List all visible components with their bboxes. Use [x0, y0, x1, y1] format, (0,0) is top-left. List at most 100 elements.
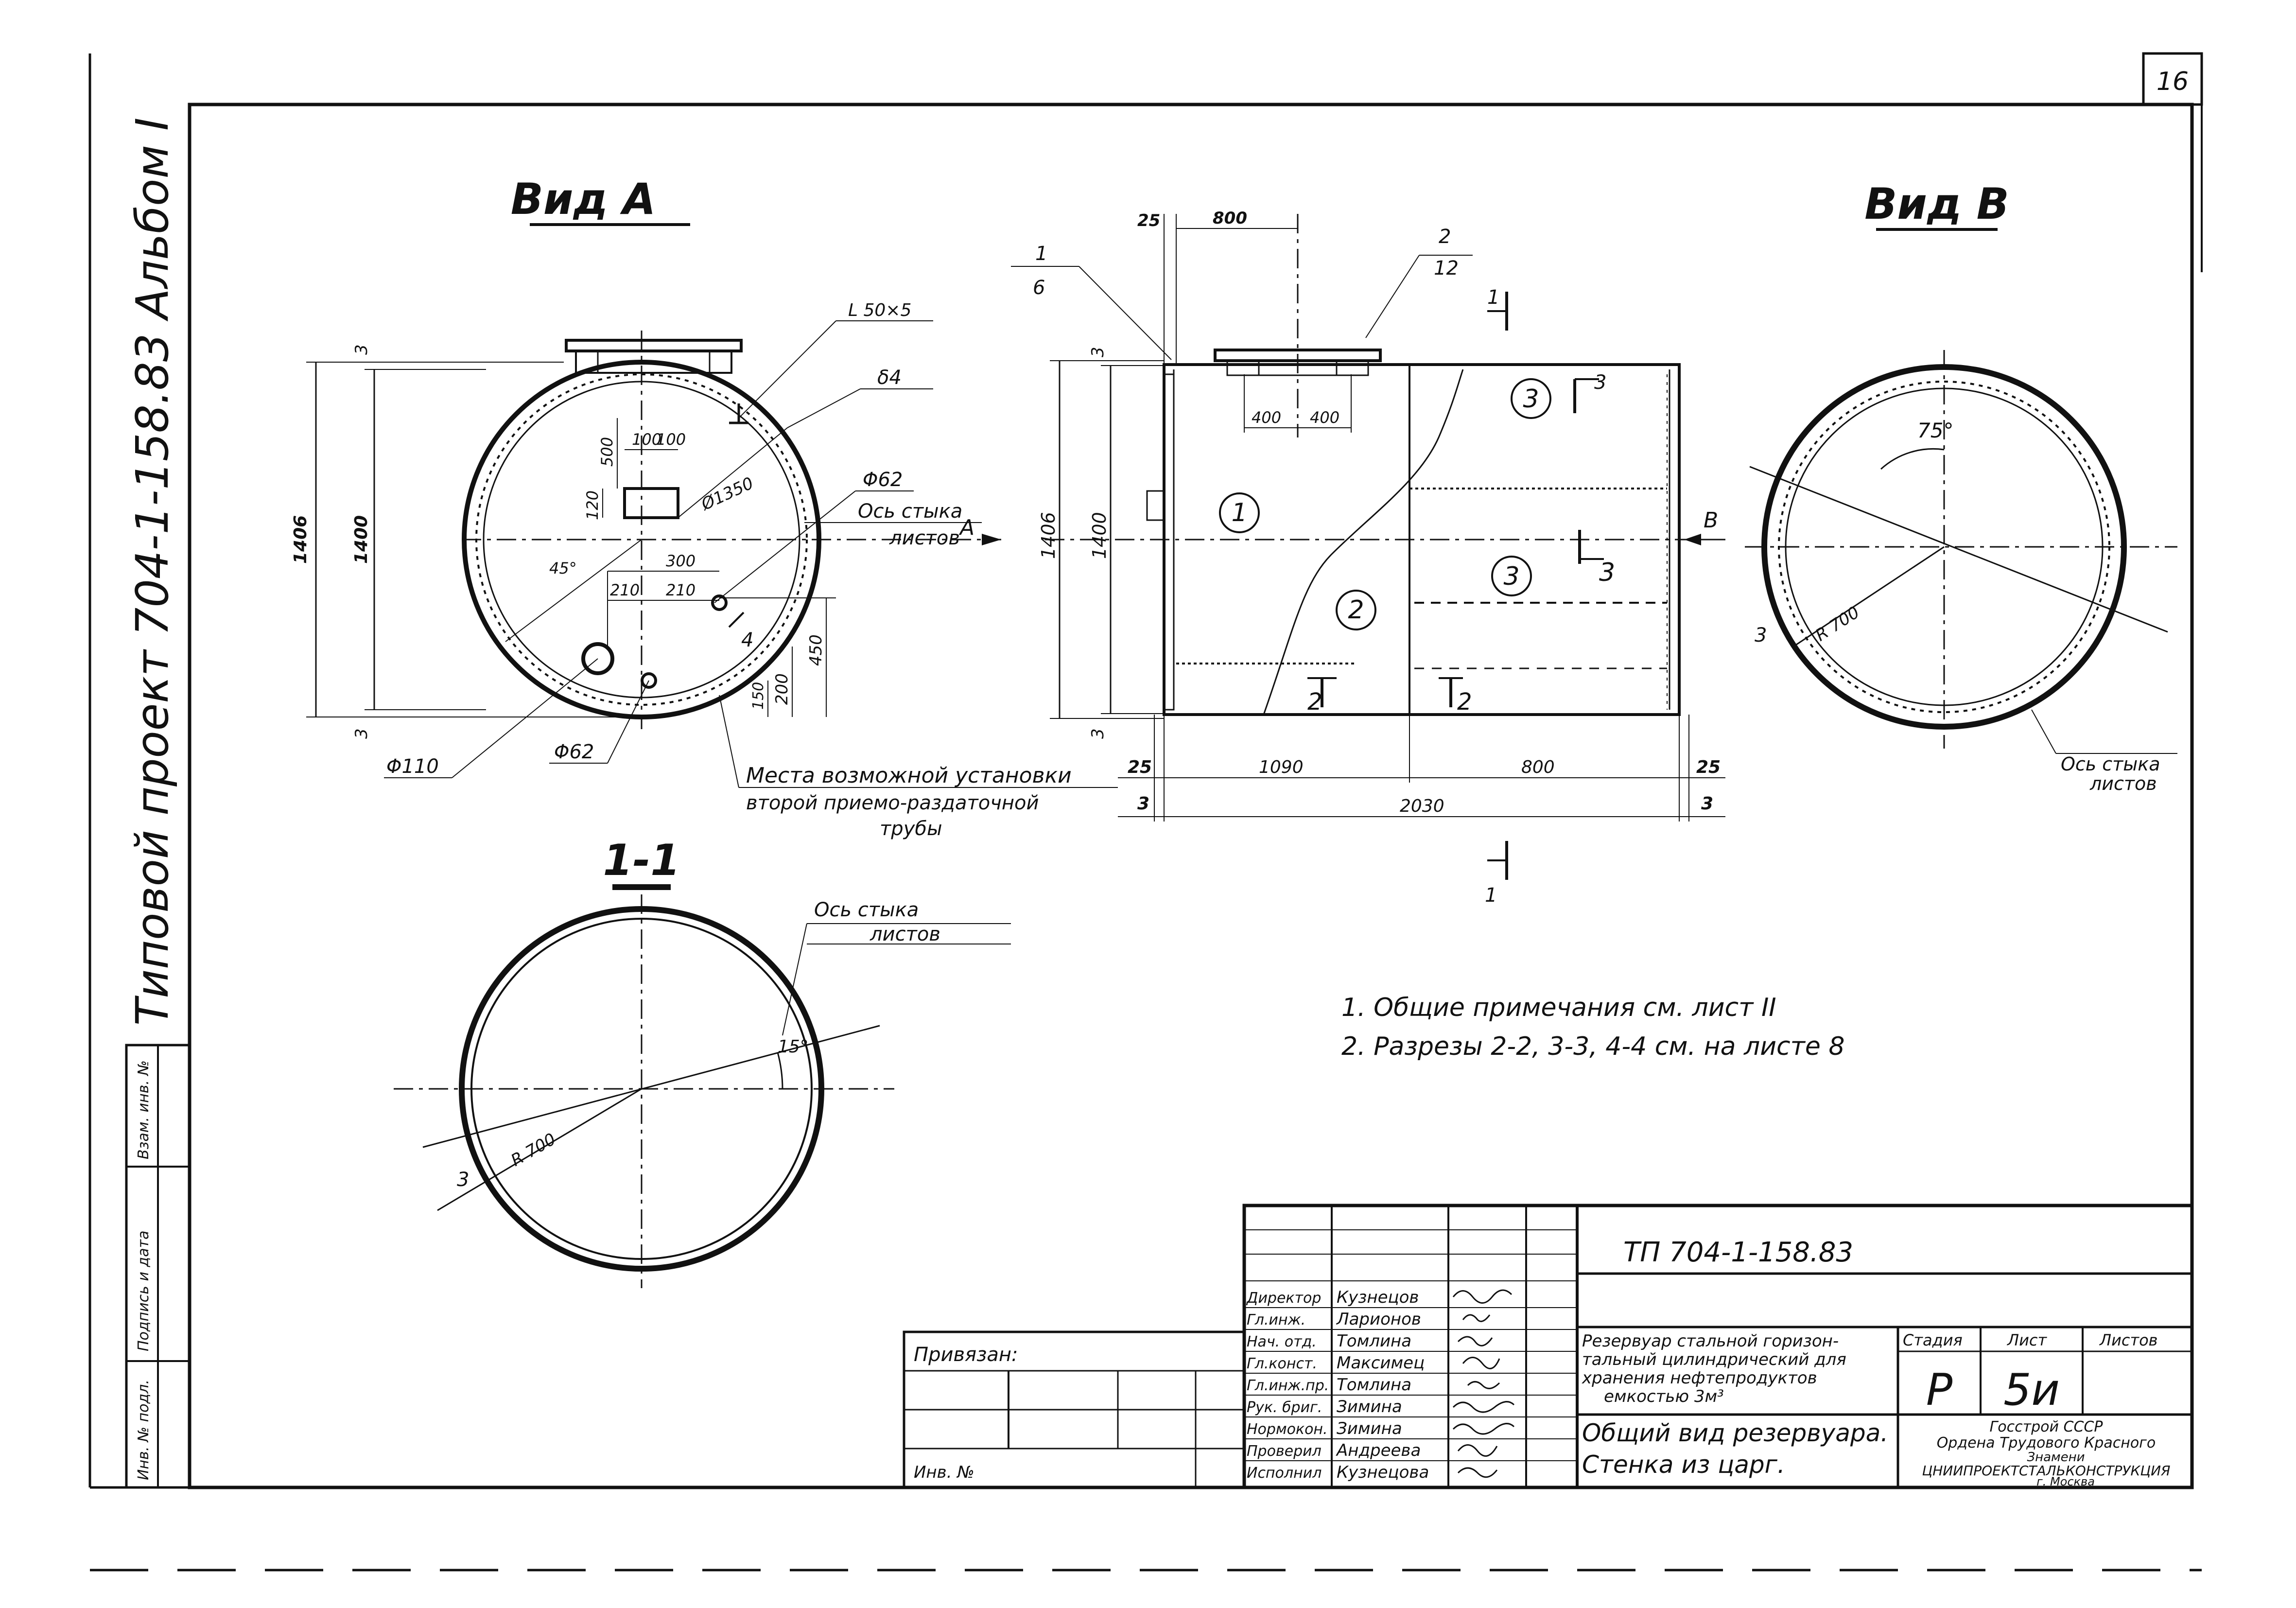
- view-a-dim-100a: 100: [632, 430, 661, 449]
- tb-role-2: Нач. отд.: [1247, 1333, 1317, 1350]
- tb-name-3: Максимец: [1337, 1353, 1425, 1373]
- tb-desc-1: Резервуар стальной горизон-: [1582, 1331, 1839, 1351]
- view-a: Вид А 1406 1400 3 3 500: [291, 174, 1118, 840]
- view-a-opening: [623, 487, 679, 519]
- tb-role-6: Нормокон.: [1247, 1421, 1328, 1438]
- view-a-dim-1350: Ø1350: [697, 473, 756, 515]
- side-leader-12: 12: [1434, 257, 1459, 280]
- side-pos-3b: 3: [1503, 562, 1519, 591]
- side-arrow-b: В: [1704, 508, 1718, 533]
- view-a-angle-l50: L 50×5: [848, 300, 911, 320]
- section-1-1: 1-1 15° R 700 3 Ось стыка листов: [394, 835, 1011, 1288]
- view-b-thick: 3: [1755, 624, 1767, 647]
- tb-role-0: Директор: [1246, 1290, 1321, 1307]
- side-dim-400b: 400: [1310, 408, 1339, 427]
- section-axis2: листов: [870, 923, 940, 945]
- view-a-dim-100b: 100: [656, 430, 686, 449]
- view-a-dim-200: 200: [772, 673, 792, 705]
- side-leader-6: 6: [1033, 277, 1045, 299]
- tb-role-7: Проверил: [1247, 1443, 1322, 1460]
- side-dim-3-right: 3: [1701, 794, 1713, 814]
- view-a-phi62-top: Φ62: [863, 469, 903, 491]
- view-a-dim-210b: 210: [666, 581, 696, 599]
- tb-org-2: Ордена Трудового Красного: [1937, 1434, 2156, 1451]
- section-radius: R 700: [508, 1129, 559, 1170]
- view-a-note-1: Места возможной установки: [746, 763, 1072, 788]
- view-b-title: Вид В: [1864, 179, 2009, 229]
- tb-org-1: Госстрой СССР: [1990, 1418, 2104, 1435]
- stamp-inv-podl: Инв. № подл.: [135, 1380, 152, 1480]
- tb-role-5: Рук. бриг.: [1247, 1399, 1322, 1416]
- note-2: 2. Разрезы 2-2, 3-3, 4-4 см. на листе 8: [1341, 1032, 1844, 1061]
- tb-list: 5и: [2003, 1364, 2060, 1416]
- side-dim-400a: 400: [1252, 408, 1281, 427]
- tb-desc-4: емкостью 3м³: [1604, 1387, 1724, 1406]
- view-a-axis-label2: листов: [889, 527, 960, 549]
- view-a-thickness: δ4: [877, 367, 902, 389]
- view-b-axis: Ось стыка: [2061, 753, 2160, 775]
- tb-name-1: Ларионов: [1336, 1310, 1421, 1329]
- view-a-angle-45: 45°: [549, 559, 577, 577]
- section-thick: 3: [457, 1169, 469, 1191]
- section-title: 1-1: [603, 835, 680, 885]
- tb-name-6: Зимина: [1337, 1419, 1402, 1438]
- side-stamp: Инв. № подл. Подпись и дата Взам. инв. №: [125, 1044, 191, 1489]
- tb-role-rows: [1244, 1307, 1577, 1461]
- side-dim-1090: 1090: [1259, 757, 1304, 777]
- view-a-phi110: Φ110: [386, 755, 439, 778]
- view-a-dim-1406: 1406: [291, 515, 311, 564]
- view-a-dim-500: 500: [598, 437, 616, 467]
- stamp-sign-date: Подпись и дата: [135, 1231, 152, 1352]
- stamp-vzam: Взам. инв. №: [135, 1060, 152, 1159]
- tb-desc-2: тальный цилиндрический для: [1582, 1350, 1846, 1369]
- tb-sheet-title-1: Общий вид резервуара.: [1582, 1419, 1888, 1447]
- tb-attached: Привязан:: [914, 1344, 1018, 1366]
- note-1: 1. Общие примечания см. лист II: [1341, 993, 1776, 1022]
- tb-org-5: г. Москва: [2036, 1475, 2095, 1488]
- side-pos-3a: 3: [1523, 385, 1539, 414]
- view-a-note-2: второй приемо-раздаточной: [746, 792, 1039, 814]
- side-dim-2030: 2030: [1400, 796, 1444, 816]
- tb-name-5: Зимина: [1337, 1397, 1402, 1416]
- tb-role-1: Гл.инж.: [1247, 1311, 1305, 1328]
- project-side-title: Типовой проект 704-1-158.83 Альбом I: [126, 118, 178, 1026]
- tb-role-3: Гл.конст.: [1247, 1355, 1317, 1372]
- side-cut-1-top: 1: [1487, 286, 1499, 309]
- side-dim-3: 3: [1088, 347, 1108, 357]
- tb-list-header: Лист: [2007, 1331, 2047, 1349]
- side-pos-2: 2: [1348, 595, 1364, 625]
- tb-role-8: Исполнил: [1247, 1465, 1322, 1482]
- general-notes: 1. Общие примечания см. лист II 2. Разре…: [1341, 993, 1844, 1061]
- view-a-dim-1400: 1400: [351, 515, 371, 564]
- view-b-radius: R 700: [1812, 603, 1863, 646]
- view-a-title: Вид А: [511, 174, 656, 224]
- side-dim-800-top: 800: [1213, 209, 1247, 228]
- tb-sheet-title-2: Стенка из царг.: [1582, 1451, 1785, 1479]
- side-dim-25-left: 25: [1128, 757, 1152, 777]
- side-pos-1: 1: [1231, 498, 1247, 527]
- tb-name-7: Андреева: [1336, 1441, 1421, 1460]
- section-axis: Ось стыка: [814, 899, 919, 921]
- tb-stage-header: Стадия: [1903, 1331, 1963, 1349]
- side-dim-1406: 1406: [1038, 512, 1059, 559]
- side-leader-2: 2: [1439, 226, 1451, 248]
- tb-stage: Р: [1926, 1364, 1953, 1416]
- view-a-dim-3-top: 3: [352, 344, 371, 355]
- view-a-dim-300: 300: [666, 552, 696, 570]
- side-cut-3-mid: 3: [1599, 558, 1615, 587]
- view-a-phi62-bot: Φ62: [554, 741, 594, 763]
- view-a-arrow-a: А: [958, 515, 974, 540]
- tb-signatures: [1452, 1289, 1515, 1478]
- side-leader-1: 1: [1035, 243, 1047, 265]
- side-dim-3b: 3: [1088, 728, 1108, 739]
- view-b: Вид В 75° R 700 3 Ось стыка листов: [1745, 179, 2177, 794]
- view-b-angle: 75°: [1917, 419, 1953, 442]
- view-a-note-3: трубы: [880, 818, 942, 840]
- side-dim-1400: 1400: [1089, 512, 1110, 559]
- tb-lists-header: Листов: [2099, 1331, 2158, 1349]
- view-a-nozzle-62: [641, 672, 657, 689]
- side-dim-3-left: 3: [1137, 794, 1149, 814]
- side-cut-2b: 2: [1457, 688, 1472, 716]
- tb-name-4: Томлина: [1337, 1375, 1411, 1395]
